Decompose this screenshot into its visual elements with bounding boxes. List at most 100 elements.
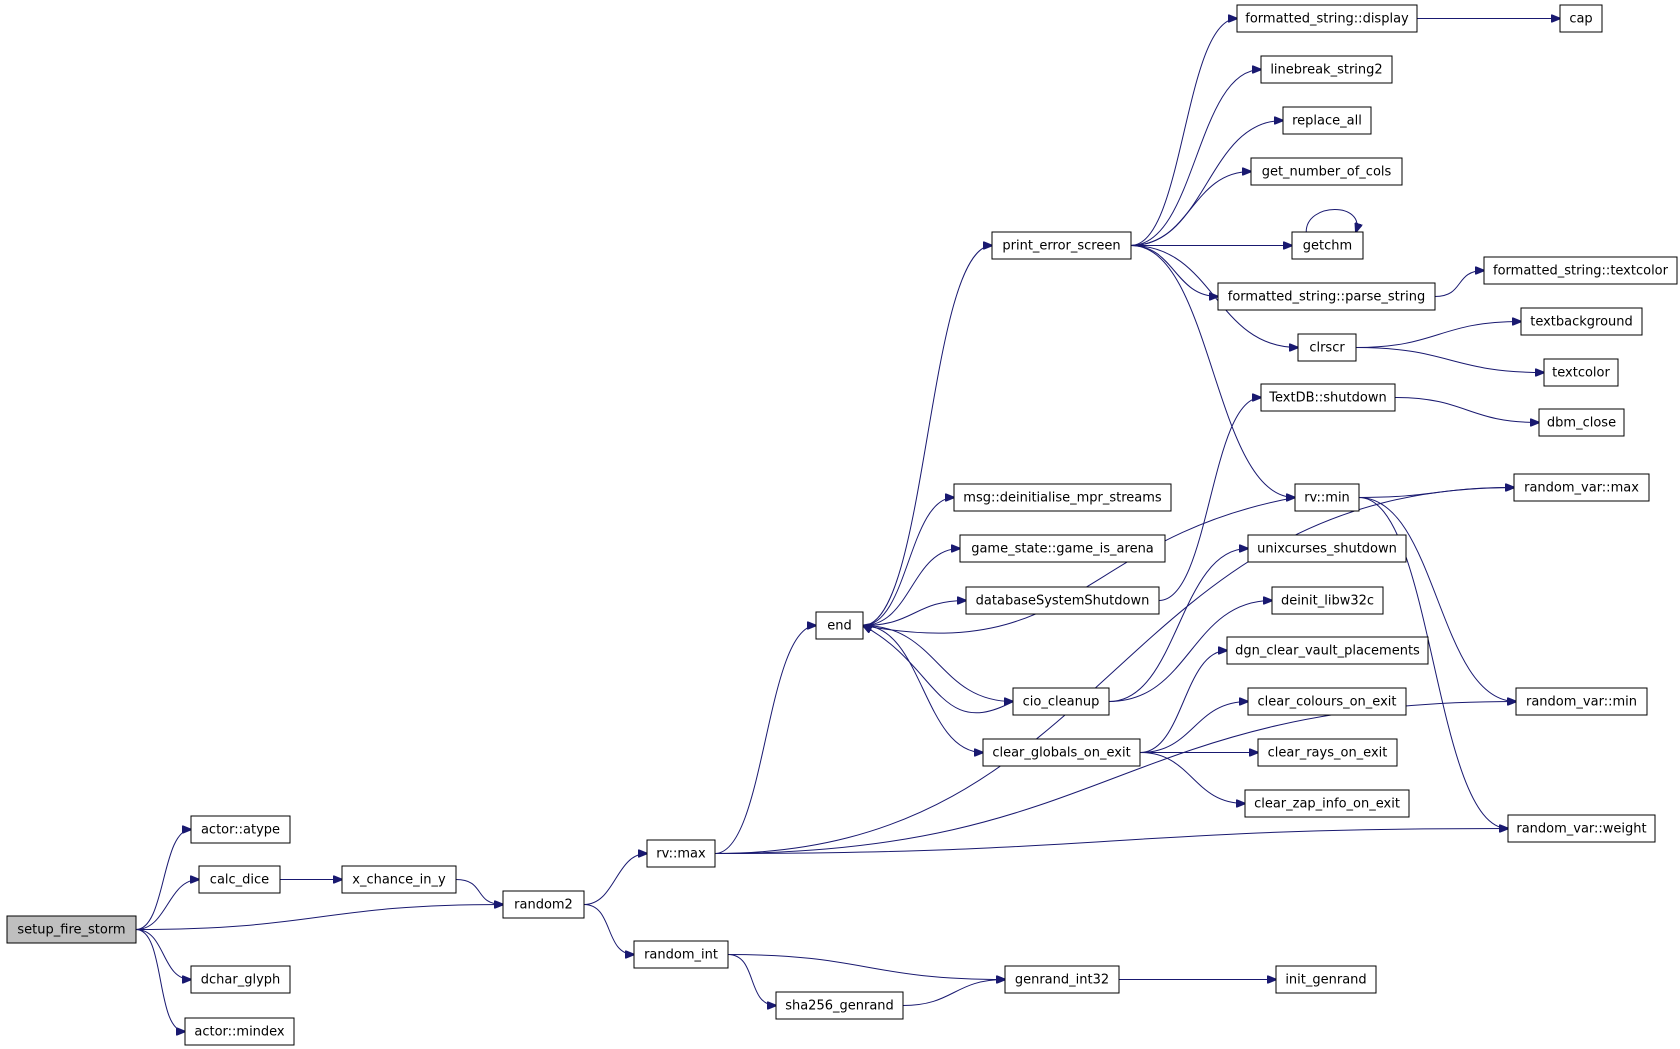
node-label: clear_rays_on_exit	[1268, 746, 1388, 761]
edge-line	[583, 904, 634, 955]
node-clear-zap-info-on-exit[interactable]: clear_zap_info_on_exit	[1244, 789, 1410, 818]
edge-end-to-cio-cleanup	[862, 625, 1013, 702]
node-sha256-genrand[interactable]: sha256_genrand	[775, 991, 904, 1020]
node-game-state-game-is-arena[interactable]: game_state::game_is_arena	[959, 534, 1166, 563]
node-label: getchm	[1303, 239, 1352, 254]
node-label: clear_colours_on_exit	[1258, 695, 1397, 710]
edge-end-to-print-error-screen	[862, 246, 992, 626]
edge-line	[1130, 245, 1218, 297]
node-clear-colours-on-exit[interactable]: clear_colours_on_exit	[1247, 687, 1407, 716]
node-init-genrand[interactable]: init_genrand	[1275, 965, 1377, 994]
node-formatted-string-textcolor[interactable]: formatted_string::textcolor	[1483, 256, 1678, 285]
node-dgn-clear-vault-placements[interactable]: dgn_clear_vault_placements	[1226, 636, 1429, 665]
node-dbm-close[interactable]: dbm_close	[1538, 408, 1625, 437]
edge-line	[862, 625, 1013, 702]
node-cio-cleanup[interactable]: cio_cleanup	[1012, 687, 1110, 716]
node-database-system-shutdown[interactable]: databaseSystemShutdown	[965, 586, 1160, 615]
edge-line	[1305, 209, 1357, 233]
node-random-int[interactable]: random_int	[633, 940, 729, 969]
node-formatted-string-display[interactable]: formatted_string::display	[1236, 4, 1418, 33]
node-label: textbackground	[1530, 315, 1633, 330]
node-textdb-shutdown[interactable]: TextDB::shutdown	[1260, 383, 1396, 412]
node-unixcurses-shutdown[interactable]: unixcurses_shutdown	[1247, 534, 1407, 563]
node-deinit-libw32c[interactable]: deinit_libw32c	[1271, 586, 1384, 615]
node-label: random_var::weight	[1516, 822, 1646, 837]
edge-line	[135, 905, 503, 930]
node-actor-mindex[interactable]: actor::mindex	[184, 1017, 295, 1046]
edge-random2-to-random-int	[583, 904, 634, 955]
edge-line	[135, 929, 191, 980]
edge-line	[1139, 702, 1248, 753]
edge-line	[583, 854, 647, 905]
node-actor-atype[interactable]: actor::atype	[190, 815, 291, 844]
node-get-number-of-cols[interactable]: get_number_of_cols	[1250, 157, 1403, 186]
node-random-var-max[interactable]: random_var::max	[1513, 473, 1650, 502]
edge-setup-fire-storm-to-actor-mindex	[135, 929, 185, 1032]
edge-random-int-to-sha256-genrand	[727, 954, 776, 1006]
node-clear-globals-on-exit[interactable]: clear_globals_on_exit	[982, 738, 1141, 767]
node-label: replace_all	[1292, 114, 1362, 129]
node-clear-rays-on-exit[interactable]: clear_rays_on_exit	[1257, 738, 1398, 767]
node-label: random_var::min	[1526, 695, 1637, 710]
node-random-var-min[interactable]: random_var::min	[1515, 687, 1648, 716]
edge-line	[1158, 398, 1261, 601]
node-end[interactable]: end	[815, 611, 864, 640]
node-msg-deinitialise-mpr-streams[interactable]: msg::deinitialise_mpr_streams	[953, 483, 1172, 512]
node-label: dchar_glyph	[201, 973, 281, 988]
edge-print-error-screen-to-rv-min	[1130, 245, 1295, 498]
edge-line	[455, 879, 503, 905]
node-label: random2	[514, 898, 573, 913]
edge-line	[1130, 70, 1261, 246]
node-getchm[interactable]: getchm	[1291, 231, 1364, 260]
edge-clrscr-to-textbackground	[1355, 322, 1521, 348]
node-rv-min[interactable]: rv::min	[1294, 483, 1360, 512]
node-replace-all[interactable]: replace_all	[1282, 106, 1372, 135]
node-rv-max[interactable]: rv::max	[646, 839, 716, 868]
node-label: init_genrand	[1285, 973, 1366, 988]
edge-line	[862, 498, 954, 626]
node-setup-fire-storm[interactable]: setup_fire_storm	[6, 915, 137, 944]
node-label: rv::max	[656, 847, 706, 862]
node-textcolor[interactable]: textcolor	[1543, 358, 1619, 387]
edge-print-error-screen-to-get-number-of-cols	[1130, 172, 1251, 246]
node-calc-dice[interactable]: calc_dice	[198, 865, 281, 894]
edge-print-error-screen-to-linebreak-string2	[1130, 70, 1261, 246]
node-random-var-weight[interactable]: random_var::weight	[1507, 814, 1656, 843]
node-label: msg::deinitialise_mpr_streams	[963, 491, 1162, 506]
edge-line	[862, 246, 992, 626]
node-label: actor::atype	[201, 823, 280, 838]
node-linebreak-string2[interactable]: linebreak_string2	[1260, 55, 1393, 84]
edge-line	[862, 601, 966, 626]
node-random2[interactable]: random2	[502, 890, 585, 919]
edge-clear-globals-on-exit-to-dgn-clear-vault-placements	[1139, 651, 1227, 753]
node-label: cio_cleanup	[1023, 695, 1100, 710]
node-label: dbm_close	[1547, 416, 1616, 431]
edge-line	[1434, 271, 1484, 297]
edge-clrscr-to-textcolor	[1355, 347, 1544, 373]
edge-textdb-shutdown-to-dbm-close	[1394, 397, 1539, 423]
edge-line	[714, 829, 1508, 854]
node-label: clear_zap_info_on_exit	[1254, 797, 1400, 812]
node-clrscr[interactable]: clrscr	[1297, 333, 1357, 362]
node-genrand-int32[interactable]: genrand_int32	[1004, 965, 1120, 994]
node-label: clrscr	[1309, 341, 1345, 356]
node-cap[interactable]: cap	[1559, 4, 1603, 33]
node-label: calc_dice	[210, 873, 269, 888]
node-label: get_number_of_cols	[1262, 165, 1392, 180]
node-label: genrand_int32	[1015, 973, 1109, 988]
edge-setup-fire-storm-to-dchar-glyph	[135, 929, 191, 980]
edge-sha256-genrand-to-genrand-int32	[902, 980, 1005, 1006]
edge-rv-min-to-random-var-min	[1358, 497, 1516, 702]
node-textbackground[interactable]: textbackground	[1520, 307, 1643, 336]
node-dchar-glyph[interactable]: dchar_glyph	[190, 965, 291, 994]
edge-print-error-screen-to-clrscr	[1130, 245, 1298, 348]
node-label: linebreak_string2	[1270, 63, 1382, 78]
node-label: clear_globals_on_exit	[992, 746, 1130, 761]
node-label: actor::mindex	[194, 1025, 285, 1040]
node-x-chance-in-y[interactable]: x_chance_in_y	[341, 865, 457, 894]
node-print-error-screen[interactable]: print_error_screen	[991, 231, 1132, 260]
node-formatted-string-parse-string[interactable]: formatted_string::parse_string	[1217, 282, 1436, 311]
edge-line	[714, 626, 816, 854]
edge-print-error-screen-to-formatted-string-parse-string	[1130, 245, 1218, 297]
edge-getchm-to-getchm	[1305, 209, 1357, 233]
